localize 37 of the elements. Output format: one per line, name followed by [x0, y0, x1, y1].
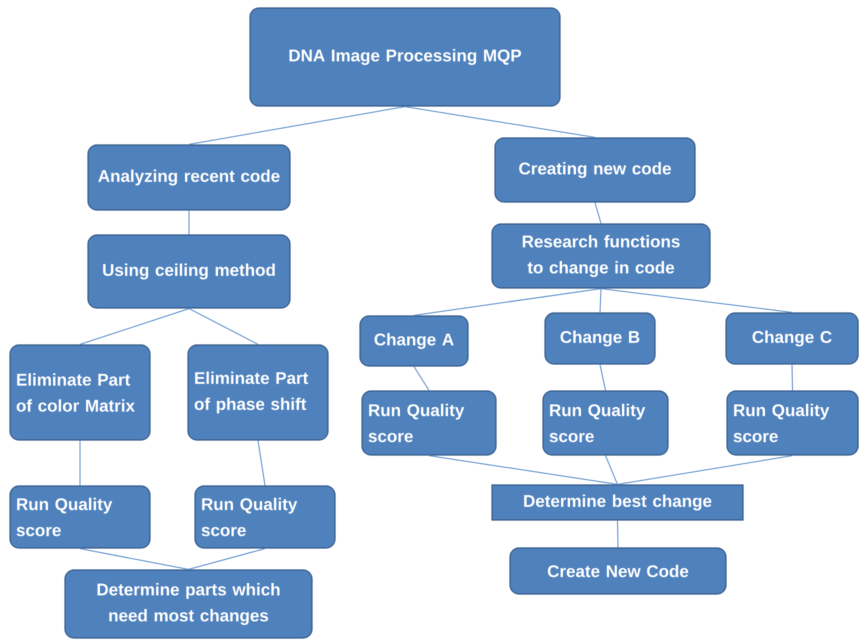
- connector-line: [428, 455, 618, 485]
- connector-line: [188, 210, 190, 235]
- connector-line: [792, 364, 793, 391]
- connector-line: [600, 288, 792, 313]
- connector-line: [594, 202, 602, 224]
- process-box: Determine parts which need most changes: [64, 569, 313, 639]
- connector-line: [404, 106, 596, 138]
- process-box: Eliminate Part of color Matrix: [9, 344, 151, 441]
- process-box: Using ceiling method: [87, 234, 291, 309]
- process-box: Run Quality score: [542, 390, 669, 456]
- process-box: Analyzing recent code: [87, 144, 291, 211]
- connector-line: [188, 548, 266, 570]
- connector-line: [414, 288, 602, 316]
- connector-line: [600, 364, 606, 391]
- process-box: Creating new code: [494, 137, 696, 203]
- connector-line: [80, 308, 190, 345]
- process-box: Change B: [544, 312, 656, 365]
- process-box: Run Quality score: [726, 390, 859, 456]
- process-box: Run Quality score: [194, 485, 336, 549]
- connector-line: [617, 520, 618, 548]
- process-box: DNA Image Processing MQP: [249, 7, 561, 107]
- process-box: Change A: [359, 315, 469, 367]
- connector-line: [414, 366, 430, 391]
- connector-line: [80, 548, 189, 570]
- process-box: Eliminate Part of phase shift: [187, 344, 329, 441]
- process-box: Create New Code: [509, 547, 727, 595]
- connector-line: [188, 308, 258, 345]
- process-box: Change C: [725, 312, 859, 365]
- process-box: Run Quality score: [9, 485, 151, 549]
- connector-line: [258, 440, 266, 486]
- connector-line: [605, 455, 618, 485]
- process-box: Research functions to change in code: [491, 223, 711, 289]
- process-box: Determine best change: [491, 484, 744, 521]
- connector-line: [617, 455, 793, 485]
- connector-line: [600, 288, 602, 313]
- connector-line: [188, 106, 406, 145]
- process-box: Run Quality score: [361, 390, 497, 456]
